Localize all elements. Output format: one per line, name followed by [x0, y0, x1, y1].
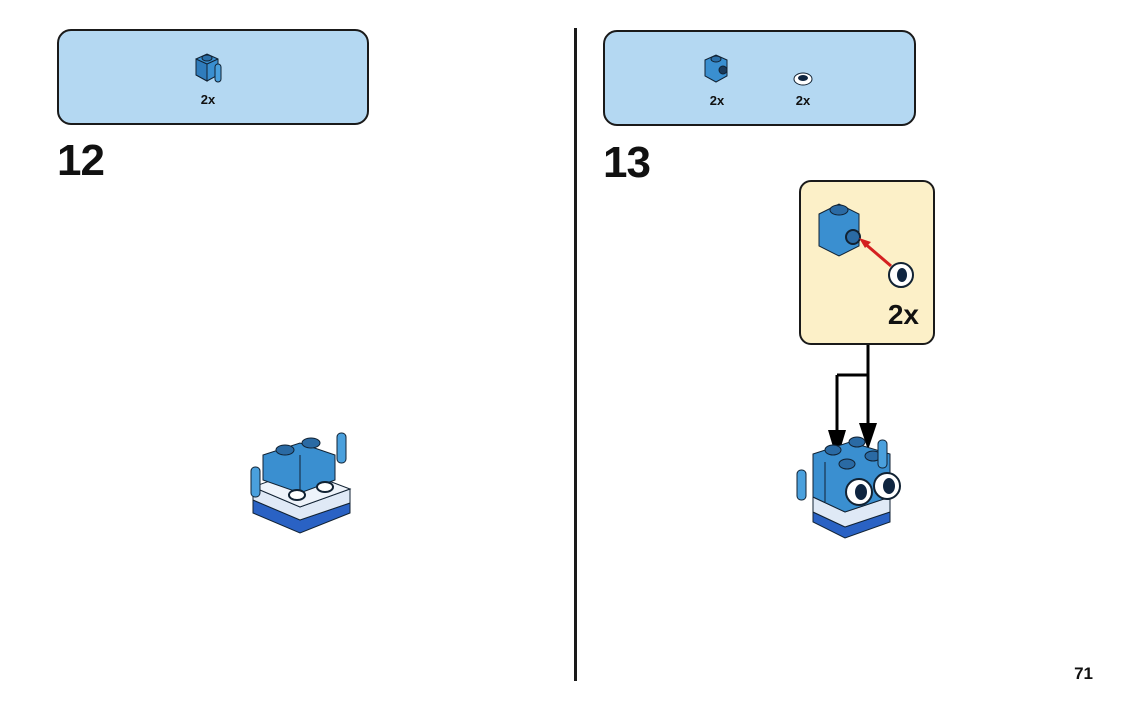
- step-13-parts-list: 2x 2x: [603, 30, 916, 126]
- part-qty: 2x: [200, 92, 216, 107]
- part-qty: 2x: [795, 93, 811, 108]
- callout-qty: 2x: [887, 299, 919, 330]
- arrow-head: [859, 238, 871, 248]
- stud: [824, 444, 842, 456]
- stud: [838, 458, 856, 470]
- page-number: 71: [1074, 664, 1093, 683]
- stud: [848, 436, 866, 448]
- side-stud: [845, 229, 861, 245]
- placement-arrows: [828, 345, 877, 460]
- sub-assembly-illustration: [818, 203, 914, 288]
- sub-assembly-callout: 2x: [799, 180, 935, 345]
- stud: [301, 437, 321, 449]
- brick-1x1-clip-icon: [195, 53, 222, 83]
- part-item: 2x: [788, 70, 818, 108]
- stud: [275, 444, 295, 456]
- stud: [829, 204, 849, 216]
- eye-tile-icon: [793, 72, 813, 86]
- brick-1x1-side-stud-icon: [704, 54, 728, 83]
- handle: [250, 466, 261, 498]
- page-divider: [574, 28, 577, 681]
- step-number: 13: [603, 138, 651, 187]
- part-qty: 2x: [709, 93, 725, 108]
- part-item: 2x: [193, 51, 223, 107]
- step-12-parts-list: 2x: [57, 29, 369, 125]
- model-step-12-illustration: [250, 432, 352, 534]
- stud: [288, 489, 306, 501]
- handle: [796, 469, 807, 501]
- part-item: 2x: [702, 52, 732, 108]
- handle: [336, 432, 347, 464]
- step-number: 12: [57, 136, 105, 185]
- model-step-13-illustration: [796, 436, 901, 539]
- handle: [877, 439, 888, 469]
- assembly-arrow: [862, 240, 892, 268]
- brick-2x1-left: [262, 442, 336, 494]
- stud: [316, 481, 334, 493]
